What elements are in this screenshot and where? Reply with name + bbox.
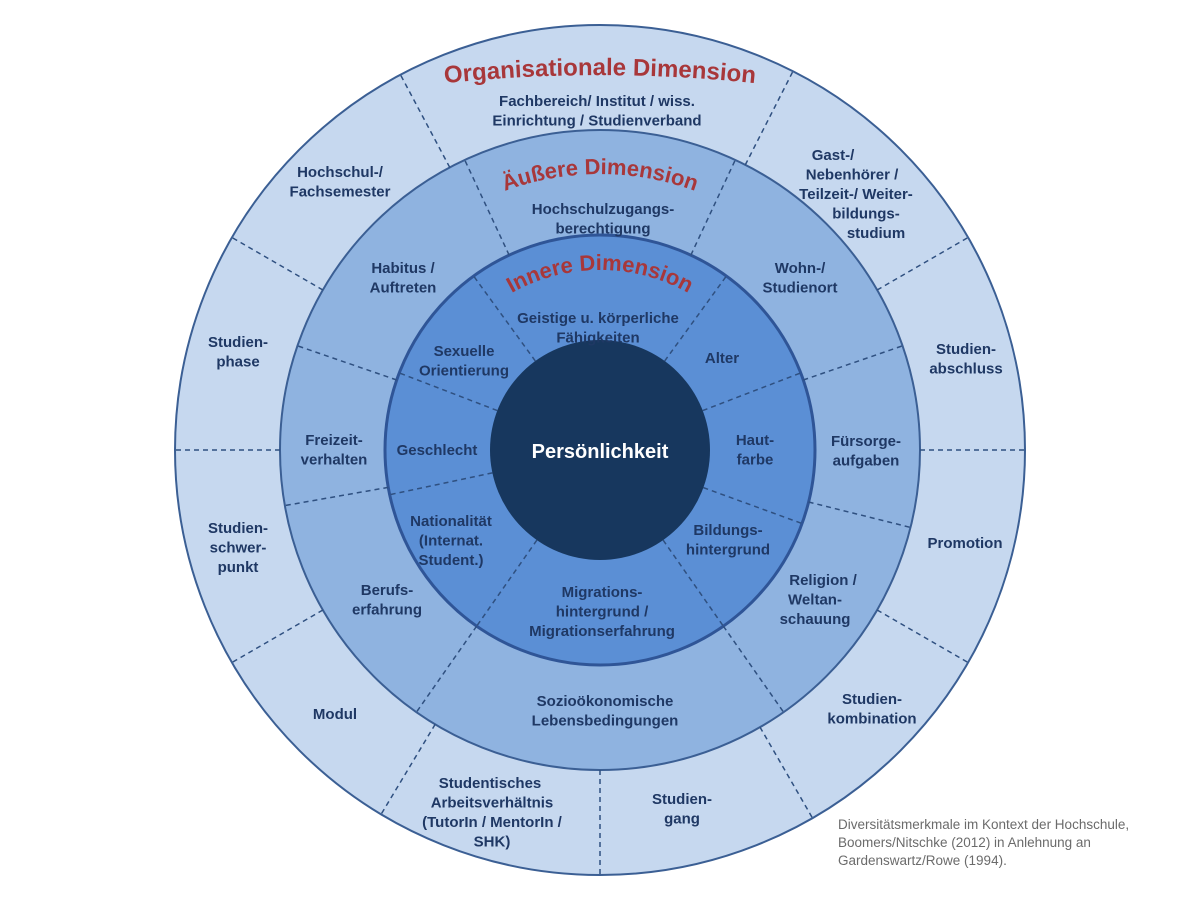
label-line: hintergrund xyxy=(686,542,770,559)
center-circle-personality xyxy=(490,340,710,560)
label-line: Habitus / xyxy=(371,260,435,277)
label-line: Studien- xyxy=(208,520,268,537)
label-line: Nebenhörer / xyxy=(806,167,899,184)
outer-segment-label: Studien-kombination xyxy=(827,691,916,728)
label-line: studium xyxy=(847,225,905,242)
outer-segment-label: Studien-phase xyxy=(208,334,268,371)
label-line: Studien- xyxy=(936,341,996,358)
label-line: Migrations- xyxy=(562,584,643,601)
label-line: Nationalität xyxy=(410,513,492,530)
label-line: Modul xyxy=(313,706,357,723)
caption-line: Diversitätsmerkmale im Kontext der Hochs… xyxy=(838,817,1130,832)
label-line: hintergrund / xyxy=(556,604,649,621)
label-line: SHK) xyxy=(474,834,511,851)
outer-segment-label: Promotion xyxy=(928,535,1003,552)
label-line: berechtigung xyxy=(555,221,650,238)
label-line: schwer- xyxy=(210,540,267,557)
outer-segment-label: Gast-/ Nebenhörer / Teilzeit-/ Weiter-bild… xyxy=(799,147,913,242)
label-line: Einrichtung / Studienverband xyxy=(492,113,701,130)
label-line: schauung xyxy=(780,611,851,628)
label-line: Bildungs- xyxy=(693,522,762,539)
inner-segment-label: Alter xyxy=(705,350,739,367)
segment-labels: Fachbereich/ Institut / wiss. Einrichtung… xyxy=(208,93,1003,851)
label-line: Hochschulzugangs- xyxy=(532,201,675,218)
label-line: Studentisches xyxy=(439,775,542,792)
caption-line: Gardenswartz/Rowe (1994). xyxy=(838,853,1007,868)
middle-segment-label: Hochschulzugangs-berechtigung xyxy=(532,201,675,238)
label-line: Studien- xyxy=(652,791,712,808)
label-line: Fachsemester xyxy=(290,184,391,201)
outer-segment-label: Studien-schwer-punkt xyxy=(208,520,268,576)
label-line: Religion / xyxy=(789,572,857,589)
outer-segment-label: Hochschul-/ Fachsemester xyxy=(290,164,391,201)
label-line: gang xyxy=(664,811,700,828)
label-line: Teilzeit-/ Weiter- xyxy=(799,186,913,203)
label-line: Gast-/ xyxy=(812,147,855,164)
outer-segment-label: Fachbereich/ Institut / wiss. Einrichtung… xyxy=(492,93,701,130)
middle-segment-label: Freizeit-verhalten xyxy=(301,432,368,469)
middle-segment-label: Fürsorge-aufgaben xyxy=(831,433,901,470)
label-line: Promotion xyxy=(928,535,1003,552)
label-line: Weltan- xyxy=(788,592,842,609)
label-line: (TutorIn / MentorIn / xyxy=(422,814,563,831)
label-line: farbe xyxy=(737,452,774,469)
middle-segment-label: Habitus / Auftreten xyxy=(370,260,437,297)
label-line: Studien- xyxy=(842,691,902,708)
source-caption: Diversitätsmerkmale im Kontext der Hochs… xyxy=(838,816,1129,870)
label-line: Arbeitsverhältnis xyxy=(431,795,554,812)
label-line: Geschlecht xyxy=(397,442,478,459)
label-line: Sozioökonomische xyxy=(537,693,674,710)
label-line: Student.) xyxy=(419,552,484,569)
label-line: Studienort xyxy=(763,280,838,297)
outer-segment-label: Modul xyxy=(313,706,357,723)
label-line: Geistige u. körperliche xyxy=(517,310,679,327)
label-line: Wohn-/ xyxy=(775,260,826,277)
label-line: Freizeit- xyxy=(305,432,363,449)
center-label: Persönlichkeit xyxy=(532,441,669,463)
label-line: Sexuelle xyxy=(434,343,495,360)
label-line: aufgaben xyxy=(833,453,900,470)
label-line: Studien- xyxy=(208,334,268,351)
label-line: Fürsorge- xyxy=(831,433,901,450)
label-line: abschluss xyxy=(929,361,1002,378)
label-line: (Internat. xyxy=(419,533,483,550)
label-line: Fachbereich/ Institut / wiss. xyxy=(499,93,695,110)
inner-segment-label: Nationalität (Internat. Student.) xyxy=(410,513,492,569)
caption-line: Boomers/Nitschke (2012) in Anlehnung an xyxy=(838,835,1091,850)
label-line: erfahrung xyxy=(352,602,422,619)
inner-segment-label: Haut-farbe xyxy=(736,432,774,469)
label-line: Fähigkeiten xyxy=(556,330,639,347)
middle-segment-label: Religion / Weltan-schauung xyxy=(780,572,858,628)
label-line: kombination xyxy=(827,711,916,728)
outer-segment-label: Studien-gang xyxy=(652,791,712,828)
middle-segment-label: Wohn-/ Studienort xyxy=(763,260,838,297)
label-line: Auftreten xyxy=(370,280,437,297)
label-line: bildungs- xyxy=(832,206,900,223)
label-line: phase xyxy=(216,354,259,371)
label-line: verhalten xyxy=(301,452,368,469)
label-line: Alter xyxy=(705,350,739,367)
label-line: Lebensbedingungen xyxy=(532,713,679,730)
label-line: Hochschul-/ xyxy=(297,164,384,181)
middle-segment-label: Berufs-erfahrung xyxy=(352,582,422,619)
outer-segment-label: Studien-abschluss xyxy=(929,341,1002,378)
label-line: Haut- xyxy=(736,432,774,449)
label-line: Berufs- xyxy=(361,582,414,599)
inner-segment-label: Geschlecht xyxy=(397,442,478,459)
inner-segment-label: Bildungs-hintergrund xyxy=(686,522,770,559)
label-line: Orientierung xyxy=(419,363,509,380)
inner-segment-label: Migrations-hintergrund / Migrationserfahr… xyxy=(529,584,675,640)
label-line: Migrationserfahrung xyxy=(529,623,675,640)
label-line: punkt xyxy=(218,559,259,576)
